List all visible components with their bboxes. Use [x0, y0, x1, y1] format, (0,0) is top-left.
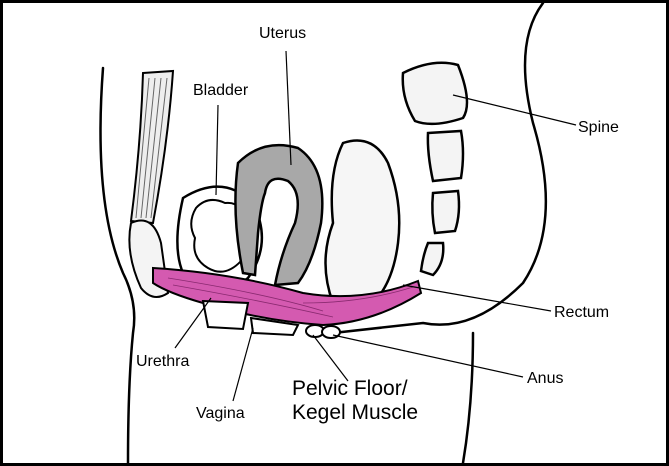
- abdominal-muscle: [129, 69, 175, 225]
- body-outline-back: [331, 3, 548, 335]
- label-vagina: Vagina: [196, 405, 245, 422]
- label-pelvic-floor: Pelvic Floor/ Kegel Muscle: [292, 377, 418, 425]
- label-urethra: Urethra: [136, 353, 190, 370]
- label-pelvic-floor-line2: Kegel Muscle: [292, 401, 419, 424]
- label-bladder: Bladder: [193, 82, 249, 99]
- leader-lines: [174, 50, 577, 402]
- label-uterus: Uterus: [259, 25, 307, 42]
- label-rectum: Rectum: [554, 304, 610, 321]
- label-spine: Spine: [578, 119, 619, 136]
- spine-vertebrae: [401, 61, 469, 277]
- uterus: [234, 143, 324, 287]
- body-outline-front: [99, 66, 136, 463]
- buttock-outline: [461, 331, 475, 463]
- anatomy-illustration: [99, 3, 577, 463]
- label-pelvic-floor-line1: Pelvic Floor/: [292, 377, 408, 400]
- label-anus: Anus: [527, 370, 564, 387]
- perineum-structures: [201, 299, 341, 339]
- rectum: [324, 139, 401, 310]
